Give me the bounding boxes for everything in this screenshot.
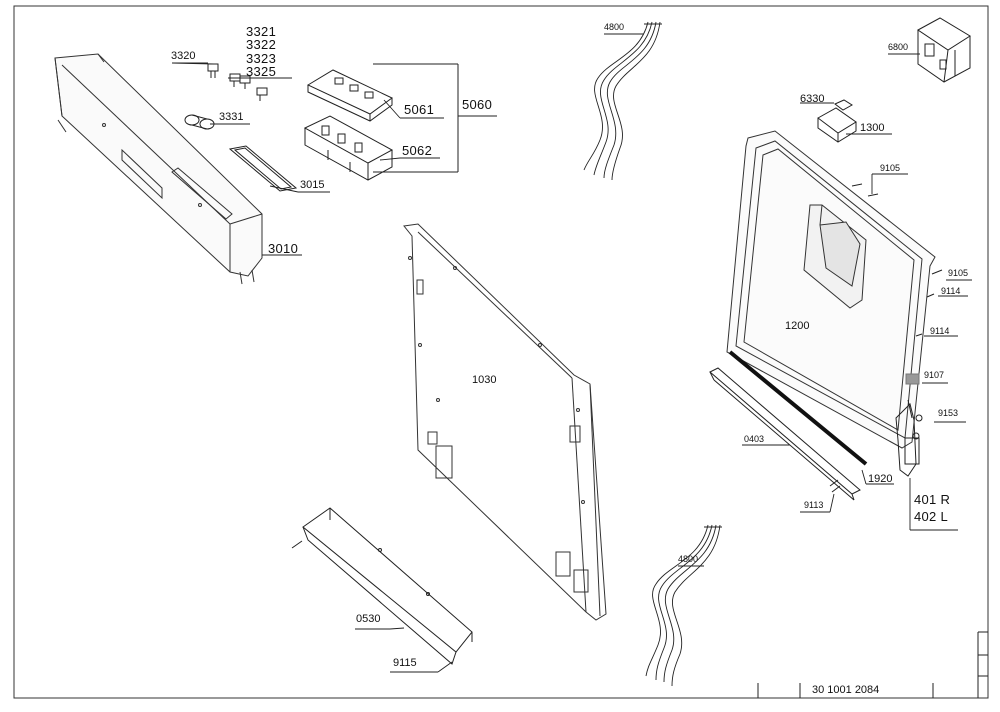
buttons-3321-3325: [230, 74, 267, 101]
side-panel-1030: [404, 224, 606, 620]
label-5062: 5062: [402, 143, 433, 158]
leader-lines: [172, 34, 972, 672]
coupler-3331: [185, 115, 214, 129]
document-number: 30 1001 2084: [812, 684, 880, 696]
seal-1920: [730, 352, 866, 464]
dispenser-6800: [918, 18, 970, 82]
pad-9107: [906, 374, 919, 384]
label-3010: 3010: [268, 241, 299, 256]
screws-9114: [916, 294, 934, 336]
label-9105-lower: 9105: [948, 268, 969, 278]
door-lock-6330: [835, 100, 852, 110]
kick-strip-0530: [292, 508, 472, 664]
label-0530: 0530: [356, 613, 381, 625]
label-4800-lower: 4800: [678, 554, 699, 564]
rail-0403: [710, 368, 860, 500]
label-3320: 3320: [171, 50, 196, 62]
label-1030: 1030: [472, 374, 497, 386]
label-6330: 6330: [800, 93, 825, 105]
module-5062: [305, 116, 392, 180]
label-9107: 9107: [924, 370, 945, 380]
label-9115: 9115: [393, 657, 417, 669]
pin-9113: [830, 480, 840, 492]
label-0403: 0403: [744, 434, 765, 444]
screws-9105: [852, 184, 942, 274]
module-5061: [308, 70, 392, 121]
label-401r: 401 R: [914, 492, 951, 507]
label-5060: 5060: [462, 97, 493, 112]
label-9114-lower: 9114: [930, 326, 950, 336]
drawing-frame: [14, 6, 988, 698]
gasket-3015: [230, 146, 296, 191]
label-1920: 1920: [868, 473, 893, 485]
cable-harness-4800-lower: [646, 525, 722, 686]
label-402l: 402 L: [914, 509, 949, 524]
title-block: [758, 632, 988, 698]
label-1200: 1200: [785, 320, 810, 332]
label-6800: 6800: [888, 42, 909, 52]
hinge-401-402: [896, 400, 922, 476]
label-9153: 9153: [938, 408, 959, 418]
latch-1300: [818, 108, 856, 142]
label-9113: 9113: [804, 500, 824, 510]
control-panel-3010: [55, 54, 262, 284]
label-5061: 5061: [404, 102, 435, 117]
label-9105-upper: 9105: [880, 163, 901, 173]
label-3331: 3331: [219, 111, 244, 123]
label-9114-upper: 9114: [941, 286, 961, 296]
label-3323: 3323: [246, 51, 277, 66]
inner-door-1200: [727, 131, 935, 448]
label-4800-upper: 4800: [604, 22, 625, 32]
bracket-5060: [373, 64, 497, 172]
cable-harness-4800-upper: [584, 22, 662, 180]
label-3322: 3322: [246, 37, 277, 52]
knob-3320: [208, 64, 218, 78]
label-3325: 3325: [246, 64, 277, 79]
label-3321: 3321: [246, 24, 277, 39]
label-1300: 1300: [860, 122, 885, 134]
label-3015: 3015: [300, 179, 325, 191]
